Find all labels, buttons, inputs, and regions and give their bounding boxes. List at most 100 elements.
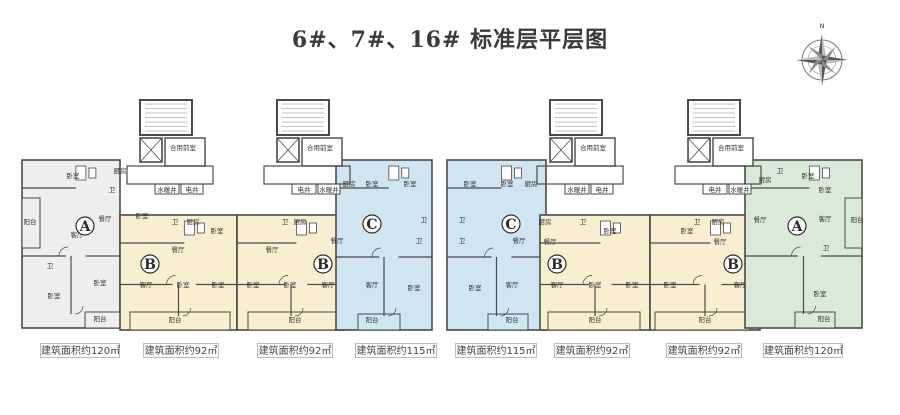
fixture [514,167,522,179]
unit-a-8: 卧室卫厨房卧室餐厅客厅阳台卫卧室阳台A [744,159,864,329]
balcony-outline [357,313,401,331]
room-label: 客厅 [366,280,380,289]
room-label: 卧室 [212,280,226,289]
door-swing [598,307,608,317]
corridor-outline [126,165,214,185]
compass-rose-icon: N [796,22,848,86]
room-label: 阳台 [169,315,182,324]
door-swing [582,275,593,285]
unit-type-letter: A [791,219,804,235]
room-label: 卧室 [136,211,150,220]
room-label: 卫 [47,262,54,270]
door-swing [182,307,191,317]
page-title: 6#、7#、16# 标准层平层图 [291,27,609,53]
room-label: 卧室 [589,280,603,289]
balcony-outline [487,313,529,331]
fixture [401,167,410,179]
area-label-unit-3: 建筑面积约92㎡ [257,343,333,358]
room-label: 卧室 [404,179,418,188]
unit-b-3: 卧室卫厨房餐厅卧室卧室客厅阳台B [211,214,346,331]
stair-core-3: 合用前室水暖井电井 [536,99,624,195]
room-label: 厨房 [525,179,538,188]
fixture [710,220,721,236]
room-label: 卧室 [408,283,422,292]
room-label: 客厅 [819,214,833,223]
room-label: 阳台 [366,315,379,324]
door-swing [484,247,494,258]
room-label: 卫 [459,237,466,245]
compass-point [822,60,827,86]
room-label: 卧室 [67,171,81,180]
area-label-unit-5: 建筑面积约115㎡ [455,343,537,358]
lift-cross [139,137,163,163]
lift-cross [687,137,711,163]
area-label-unit-7: 建筑面积约92㎡ [666,343,742,358]
unit-type-letter: B [727,257,739,273]
room-label: 餐厅 [714,237,728,246]
room-label: 阳台 [851,215,864,224]
room-label: 餐厅 [754,215,768,224]
fixture [388,165,400,181]
unit-type-badge [362,214,382,234]
compass-point [817,34,822,60]
room-label: 客厅 [71,230,85,239]
room-label: 卧室 [211,226,225,235]
unit-type-letter: B [551,257,563,273]
room-label: 卫 [172,218,179,226]
fixture [600,220,611,236]
balcony-outline [844,197,863,249]
shaft-label: 电井 [596,185,610,194]
room-label: 卧室 [48,291,62,300]
lobby-label: 合用前室 [307,143,334,152]
compass-point [822,34,827,60]
lift-cross [549,137,573,163]
door-swing [692,275,703,285]
area-label-unit-8: 建筑面积约120㎡ [763,343,843,358]
room-label: 阳台 [699,315,712,324]
area-label-unit-6: 建筑面积约92㎡ [554,343,630,358]
compass-point [808,60,822,74]
door-swing [58,246,69,257]
unit-type-letter: B [144,257,156,273]
shaft-label: 电井 [186,185,200,194]
unit-b-6: 厨房卫卧室餐厅客厅卧室卧室阳台B [539,214,651,331]
shaft-label: 水暖井 [730,185,750,194]
compass-point [822,46,836,60]
room-label: 厨房 [187,217,200,226]
room-label: 卫 [777,167,784,175]
room-label: 餐厅 [513,236,527,245]
lobby-label: 合用前室 [718,143,745,152]
room-label: 卧室 [681,226,695,235]
room-label: 卧室 [177,280,191,289]
compass-point [796,60,822,65]
room-label: 阳台 [818,314,831,323]
room-label: 卫 [580,218,587,226]
unit-type-badge [75,216,95,236]
fixture [821,167,830,179]
room-label: 卧室 [501,179,515,188]
fixture [308,222,317,234]
corridor-outline [263,165,351,185]
unit-type-badge [787,216,807,236]
compass-point [822,60,848,65]
room-label: 卧室 [284,280,298,289]
room-label: 卧室 [469,283,483,292]
unit-type-letter: C [505,217,516,233]
room-label: 阳台 [94,314,107,323]
room-label: 卧室 [814,289,828,298]
door-swing [294,307,304,317]
lobby-outline [574,137,616,167]
corridor-outline [536,165,624,185]
room-label: 卫 [823,244,830,252]
fixture [501,165,512,181]
room-label: 阳台 [506,315,519,324]
room-label: 客厅 [140,280,154,289]
room-label: 厨房 [759,175,772,184]
door-swing [74,305,84,315]
door-swing [791,246,801,257]
room-label: 卫 [694,218,701,226]
unit-type-letter: C [366,217,377,233]
door-swing [371,247,382,258]
balcony-outline [547,311,641,331]
